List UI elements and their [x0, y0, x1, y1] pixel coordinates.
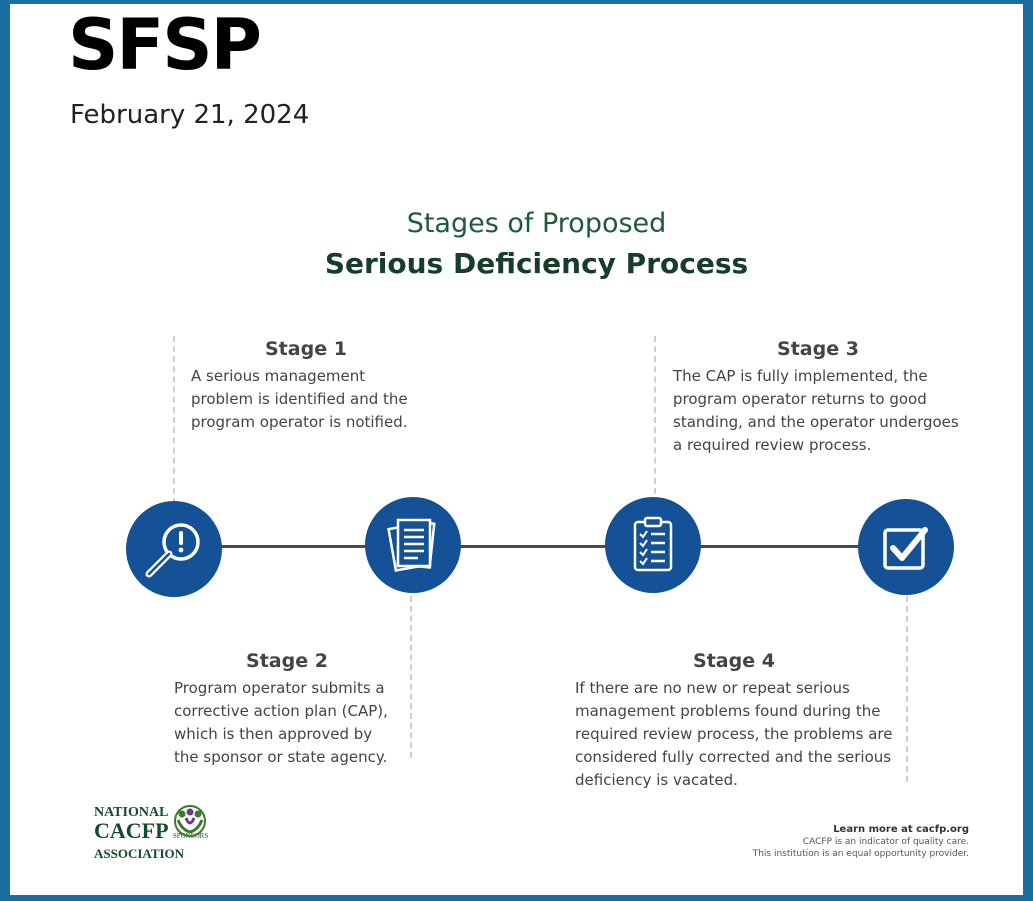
stage1-connector [173, 336, 175, 504]
timeline-line [182, 545, 918, 548]
stage-4-heading: Stage 4 [693, 650, 775, 672]
people-emblem-icon [174, 805, 206, 837]
stage-3-text: The CAP is fully implemented, the progra… [673, 367, 959, 454]
stage-2-text: Program operator submits a corrective ac… [174, 679, 388, 766]
post-date: February 21, 2024 [70, 100, 310, 130]
documents-icon [387, 518, 436, 572]
footer-line2: CACFP is an indicator of quality care. [802, 837, 969, 847]
stage-4: Stage 4 If there are no new or repeat se… [575, 650, 893, 792]
infographic-title-line2: Serious Deficiency Process [324, 247, 749, 280]
brand-title: SFSP [68, 4, 262, 86]
stage-2-icon-circle [365, 497, 461, 593]
stage-3-heading: Stage 3 [777, 338, 859, 360]
stage-3: Stage 3 The CAP is fully implemented, th… [673, 338, 963, 457]
content-card: SFSP February 21, 2024 Stages of Propose… [10, 4, 1023, 895]
logo-line2: CACFP [94, 818, 168, 843]
footer-text: Learn more at cacfp.org CACFP is an indi… [753, 824, 969, 860]
stage3-connector [654, 336, 656, 504]
footer-line3: This institution is an equal opportunity… [752, 849, 969, 859]
stage-2-heading: Stage 2 [246, 650, 328, 672]
logo-line3: ASSOCIATION [94, 846, 185, 861]
logo-line1: NATIONAL [94, 805, 169, 820]
stage-1: Stage 1 A serious management problem is … [191, 338, 421, 434]
checkbox-check-icon [883, 527, 928, 570]
cacfp-logo: NATIONAL CACFP SPONSORS ASSOCIATION [94, 805, 208, 861]
clipboard-checklist-icon [633, 516, 673, 572]
stage4-connector [906, 596, 908, 782]
stage-4-icon-circle [858, 499, 954, 595]
footer-learn-more: Learn more at cacfp.org [833, 824, 969, 835]
stage-3-icon-circle [605, 497, 701, 593]
magnifier-alert-icon [145, 523, 200, 578]
infographic-title-line1: Stages of Proposed [406, 208, 667, 239]
stage2-connector [410, 596, 412, 758]
stage-1-icon-circle [126, 501, 222, 597]
stage-1-heading: Stage 1 [265, 338, 347, 360]
stage-4-text: If there are no new or repeat serious ma… [575, 679, 893, 789]
stage-2: Stage 2 Program operator submits a corre… [174, 650, 400, 769]
stage-1-text: A serious management problem is identifi… [191, 367, 408, 431]
